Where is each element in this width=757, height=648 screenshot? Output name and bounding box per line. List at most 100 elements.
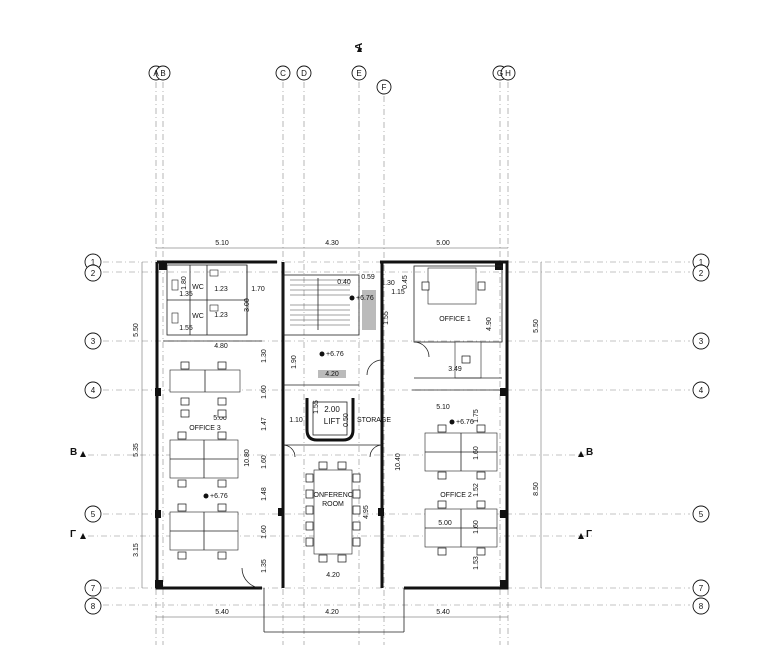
- svg-text:1.30: 1.30: [381, 280, 395, 287]
- grid-label-e: E: [356, 69, 361, 78]
- svg-text:+6.76: +6.76: [210, 493, 228, 500]
- svg-text:8: 8: [91, 602, 96, 611]
- svg-text:4.20: 4.20: [326, 572, 340, 579]
- svg-text:1.55: 1.55: [383, 311, 390, 325]
- conference-label-2: ROOM: [322, 501, 344, 508]
- svg-text:+6.76: +6.76: [456, 419, 474, 426]
- right-dimension-line: 5.50 8.50: [533, 262, 542, 588]
- svg-text:2: 2: [699, 269, 704, 278]
- grid-label-h: H: [505, 69, 511, 78]
- svg-text:1.60: 1.60: [473, 520, 480, 534]
- svg-text:1.60: 1.60: [473, 446, 480, 460]
- svg-text:1: 1: [91, 258, 96, 267]
- svg-text:1.52: 1.52: [473, 483, 480, 497]
- svg-text:1.47: 1.47: [261, 417, 268, 431]
- storage-label: STORAGE: [357, 417, 391, 424]
- office-3-chairs: [177, 361, 227, 560]
- svg-text:3: 3: [699, 337, 704, 346]
- office-1: OFFICE 1 4.90 3.49: [413, 265, 503, 379]
- svg-text:1.70: 1.70: [251, 286, 265, 293]
- svg-text:1.90: 1.90: [291, 355, 298, 369]
- svg-text:+6.76: +6.76: [356, 295, 374, 302]
- svg-text:5.00: 5.00: [438, 520, 452, 527]
- level-marker-3: +6.76: [203, 493, 228, 500]
- svg-text:5.50: 5.50: [533, 319, 540, 333]
- svg-text:4: 4: [91, 386, 96, 395]
- svg-text:4.80: 4.80: [214, 343, 228, 350]
- svg-text:1: 1: [699, 258, 704, 267]
- svg-text:5.40: 5.40: [436, 609, 450, 616]
- svg-text:0.45: 0.45: [402, 275, 409, 289]
- lift-label: LIFT: [324, 417, 341, 426]
- grid-label-f: F: [382, 83, 387, 92]
- grid-label-c: C: [280, 69, 286, 78]
- wc-label-1: WC: [192, 284, 204, 291]
- grid-label-b: B: [160, 69, 165, 78]
- corridor-dims: 1.60 1.47 10.80 1.60 1.48 1.60 1.35 10.4…: [244, 385, 402, 573]
- top-dimension-line: 5.10 4.30 5.00: [156, 240, 508, 249]
- svg-text:1.15: 1.15: [391, 289, 405, 296]
- svg-text:4.90: 4.90: [486, 317, 493, 331]
- svg-text:3.00: 3.00: [244, 298, 251, 312]
- svg-text:1.60: 1.60: [261, 385, 268, 399]
- svg-text:8.50: 8.50: [533, 482, 540, 496]
- svg-text:1.75: 1.75: [473, 409, 480, 423]
- grid-label-d: D: [301, 69, 307, 78]
- section-mark-b-left: B: [70, 447, 77, 458]
- stair-core: 0.40 0.59 1.30 1.15 0.45 1.55 +6.76: [282, 274, 409, 336]
- svg-text:4.95: 4.95: [363, 505, 370, 519]
- svg-text:1.48: 1.48: [261, 487, 268, 501]
- office-2: OFFICE 2 5.10 1.75 1.60 1.52 5.00 1.60 1…: [412, 389, 500, 570]
- doors: [241, 359, 383, 589]
- left-grid-bubbles: 1 2 3 4 5 7 8: [84, 253, 102, 615]
- svg-text:5.00: 5.00: [213, 415, 227, 422]
- svg-text:10.80: 10.80: [244, 449, 251, 467]
- svg-text:1.80: 1.80: [181, 276, 188, 290]
- svg-text:4.20: 4.20: [325, 609, 339, 616]
- svg-text:0.59: 0.59: [361, 274, 375, 281]
- svg-text:4.30: 4.30: [325, 240, 339, 247]
- svg-text:5.50: 5.50: [133, 323, 140, 337]
- wc-label-2: WC: [192, 313, 204, 320]
- level-marker-4: +6.76: [449, 419, 474, 426]
- svg-text:5.10: 5.10: [215, 240, 229, 247]
- section-mark-a: A: [354, 43, 365, 50]
- svg-text:5.10: 5.10: [436, 404, 450, 411]
- office-2-label: OFFICE 2: [440, 492, 472, 499]
- svg-text:5.00: 5.00: [436, 240, 450, 247]
- svg-text:5: 5: [91, 510, 96, 519]
- office-3-label: OFFICE 3: [189, 425, 221, 432]
- svg-text:0.40: 0.40: [337, 279, 351, 286]
- wc-block: WC WC 1.80 1.23 1.70 1.35 1.23 3.00 1.55: [166, 264, 265, 336]
- svg-text:1.60: 1.60: [261, 525, 268, 539]
- office-3: OFFICE 3 5.00 +6.76: [163, 340, 262, 560]
- grid-label-a: A: [153, 69, 159, 78]
- svg-text:7: 7: [699, 584, 704, 593]
- svg-text:3.15: 3.15: [133, 543, 140, 557]
- svg-text:+6.76: +6.76: [326, 351, 344, 358]
- svg-text:3.49: 3.49: [448, 366, 462, 373]
- top-grid-bubbles: A B C D E F G H: [148, 65, 516, 95]
- svg-text:1.60: 1.60: [261, 455, 268, 469]
- svg-text:7: 7: [91, 584, 96, 593]
- svg-text:2.00: 2.00: [324, 405, 340, 414]
- svg-text:4.20: 4.20: [325, 371, 339, 378]
- level-marker-2: +6.76: [319, 351, 344, 358]
- svg-text:0.50: 0.50: [343, 413, 350, 427]
- corridor: 4.20 4.80 1.30 1.90 +6.76: [214, 343, 359, 386]
- section-marks: A B B Γ Γ: [70, 43, 593, 540]
- right-grid-bubbles: 1 2 3 4 5 7 8: [692, 253, 710, 615]
- svg-text:5.35: 5.35: [133, 443, 140, 457]
- conference-room: CONFERENCE ROOM 4.20 4.95: [283, 444, 382, 579]
- outer-walls: [155, 260, 509, 633]
- svg-text:8: 8: [699, 602, 704, 611]
- bottom-dimension-line: 5.40 4.20 5.40: [156, 609, 508, 618]
- office-1-label: OFFICE 1: [439, 316, 471, 323]
- section-mark-b-right: B: [586, 447, 593, 458]
- svg-text:1.10: 1.10: [289, 417, 303, 424]
- svg-text:5.40: 5.40: [215, 609, 229, 616]
- svg-text:1.35: 1.35: [179, 291, 193, 298]
- svg-text:1.23: 1.23: [214, 286, 228, 293]
- svg-text:1.53: 1.53: [473, 556, 480, 570]
- section-mark-g-left: Γ: [70, 529, 76, 540]
